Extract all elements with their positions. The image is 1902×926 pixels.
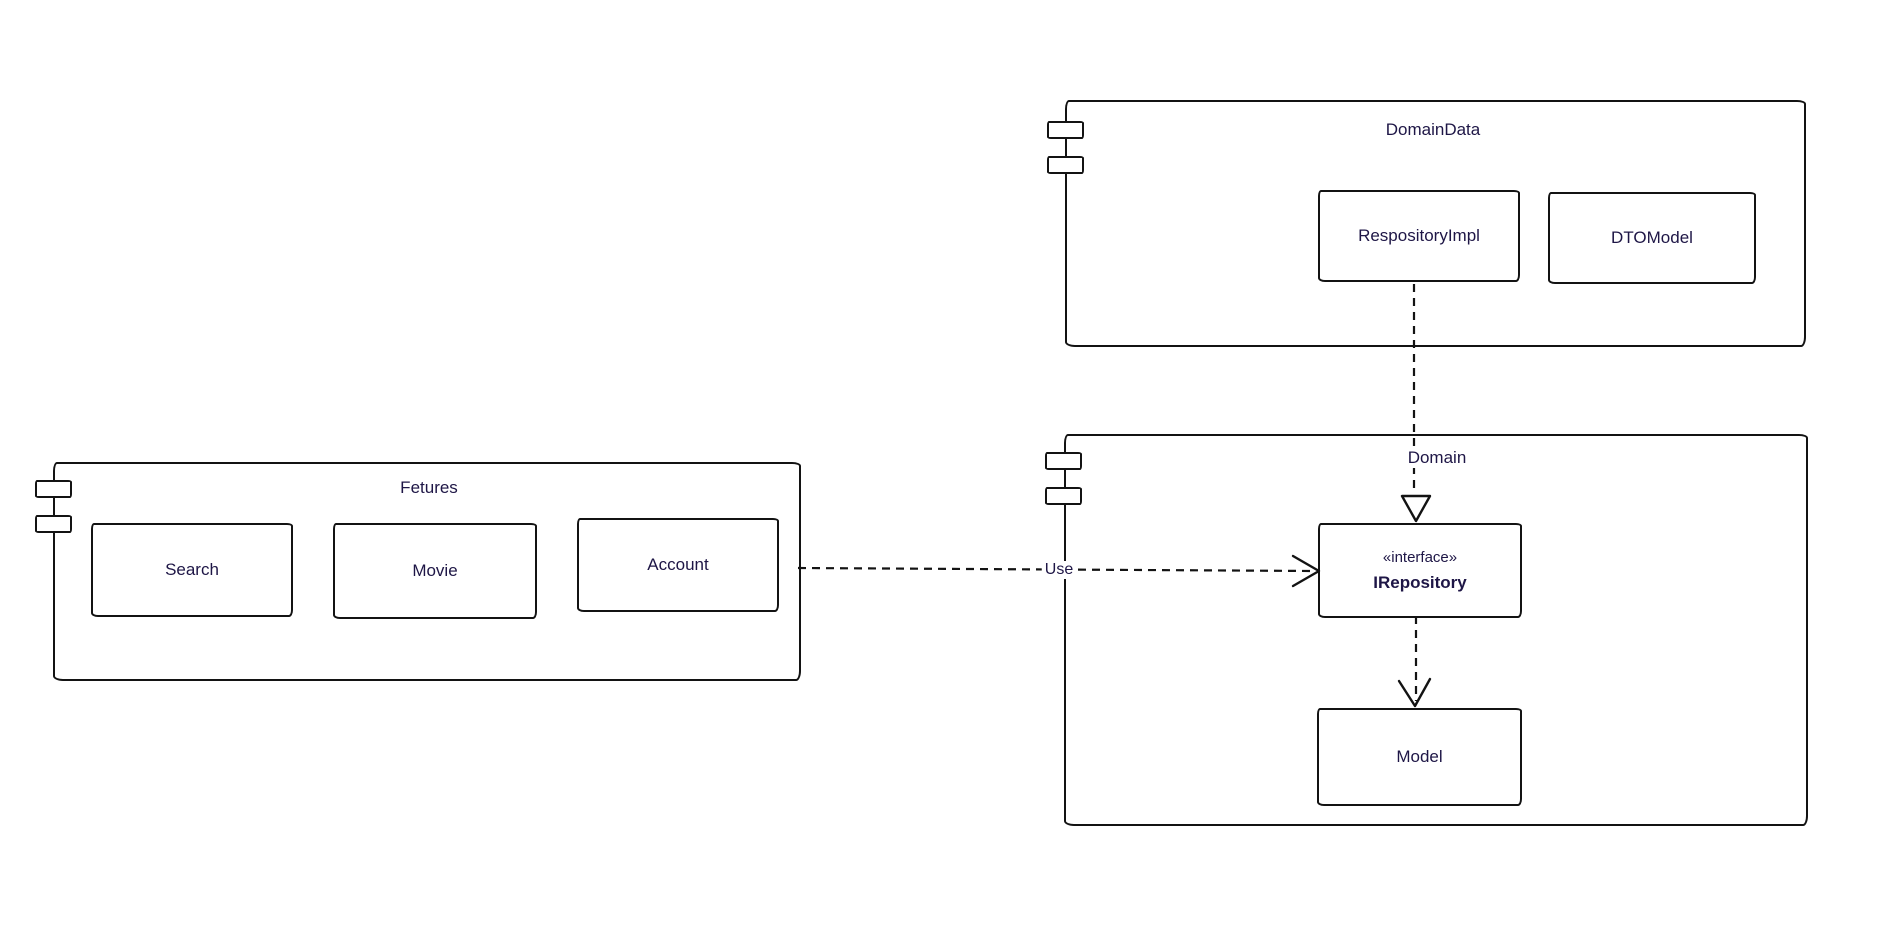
node-irepository-label: IRepository (1373, 572, 1467, 592)
node-search[interactable]: Search (91, 523, 293, 617)
package-domaindata[interactable] (1065, 100, 1806, 347)
package-title-features: Fetures (397, 478, 461, 498)
component-icon-tab (35, 480, 72, 498)
component-icon-tab (1045, 452, 1082, 470)
node-search-label: Search (165, 560, 219, 579)
node-model[interactable]: Model (1317, 708, 1522, 806)
edge-label-use: Use (1041, 561, 1077, 579)
node-movie[interactable]: Movie (333, 523, 537, 619)
node-dto-model[interactable]: DTOModel (1548, 192, 1756, 284)
node-movie-label: Movie (412, 561, 458, 580)
node-irepository-stereotype: «interface» (1382, 548, 1458, 566)
edge-realization-repositoryimpl-irepository[interactable] (1400, 284, 1432, 523)
package-features[interactable] (53, 462, 801, 681)
node-account-label: Account (647, 555, 709, 574)
node-repository-impl-label: RespositoryImpl (1358, 226, 1480, 245)
node-account[interactable]: Account (577, 518, 779, 612)
package-domain[interactable] (1064, 434, 1808, 826)
package-title-domain: Domain (1404, 448, 1470, 468)
package-title-domaindata: DomainData (1382, 120, 1484, 140)
node-repository-impl[interactable]: RespositoryImpl (1318, 190, 1520, 282)
node-dto-model-label: DTOModel (1611, 228, 1693, 247)
component-icon-tab (35, 515, 72, 533)
component-icon-tab (1045, 487, 1082, 505)
edge-dependency-irepository-model[interactable] (1397, 616, 1432, 708)
component-icon-tab (1047, 121, 1084, 139)
component-icon (1047, 121, 1084, 174)
component-icon-tab (1047, 156, 1084, 174)
component-icon (1045, 452, 1082, 505)
node-model-label: Model (1396, 747, 1443, 766)
component-icon (35, 480, 72, 533)
